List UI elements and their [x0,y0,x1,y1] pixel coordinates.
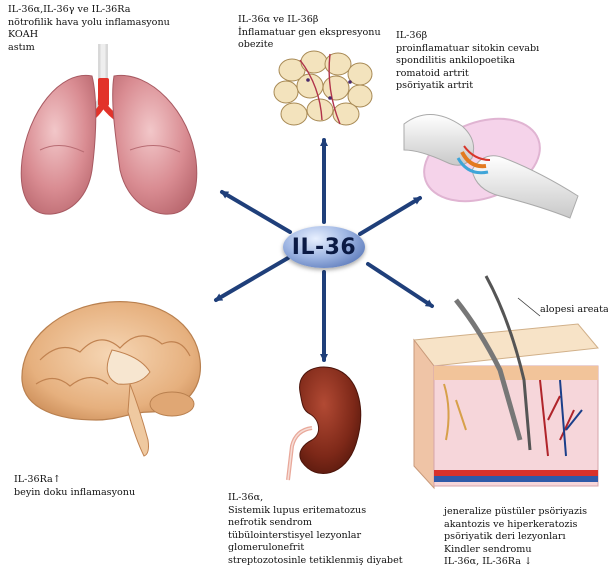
brain-illustration [22,302,201,456]
brain-text: IL-36Ra↑ beyin doku inflamasyonu [14,474,135,499]
kidney-line-4: tübülointerstisyel lezyonlar [228,530,403,543]
skin-line-4: Kindler sendromu [444,544,587,557]
joint-text: IL-36β proinflamatuar sitokin cevabı spo… [396,30,539,93]
kidney-line-6: streptozotosinle tetiklenmiş diyabet [228,555,403,568]
lung-line-2: nötrofilik hava yolu inflamasyonu [8,17,170,30]
brain-line-1: IL-36Ra↑ [14,474,135,487]
joint-line-2: proinflamatuar sitokin cevabı [396,43,539,56]
lung-line-1: IL-36α,IL-36γ ve IL-36Ra [8,4,170,17]
kidney-illustration [288,367,361,480]
joint-line-4: romatoid artrit [396,68,539,81]
skin-callout: alopesi areata [540,304,608,317]
joint-line-1: IL-36β [396,30,539,43]
lung-line-3: KOAH [8,29,170,42]
skin-line-1: jeneralize püstüler psöriyazis [444,506,587,519]
skin-line-5: IL-36α, IL-36Ra ↓ [444,556,587,569]
skin-text: jeneralize püstüler psöriyazis akantozis… [444,506,587,569]
kidney-text: IL-36α, Sistemik lupus eritematozus nefr… [228,492,403,568]
kidney-line-2: Sistemik lupus eritematozus [228,505,403,518]
lung-illustration [21,44,197,214]
lung-text: IL-36α,IL-36γ ve IL-36Ra nötrofilik hava… [8,4,170,54]
arrow-to-brain [216,258,288,300]
arrow-to-joint [360,198,420,234]
fat-line-1: IL-36α ve IL-36β [238,14,381,27]
fat-line-3: obezite [238,39,381,52]
joint-illustration [404,104,578,218]
fat-line-2: İnflamatuar gen ekspresyonu [238,27,381,40]
brain-line-2: beyin doku inflamasyonu [14,487,135,500]
skin-line-2: akantozis ve hiperkeratozis [444,519,587,532]
fat-tissue-illustration [274,51,372,125]
joint-line-3: spondilitis ankilopoetika [396,55,539,68]
skin-line-3: psöriyatik deri lezyonları [444,531,587,544]
il36-center-label: IL-36 [292,235,356,260]
skin-callout-label: alopesi areata [540,304,608,317]
kidney-line-1: IL-36α, [228,492,403,505]
arrow-to-skin [368,264,432,306]
kidney-line-3: nefrotik sendrom [228,517,403,530]
arrow-to-lung [222,192,290,232]
il36-center-node: IL-36 [283,226,365,268]
joint-line-5: psöriyatik artrit [396,80,539,93]
fat-text: IL-36α ve IL-36β İnflamatuar gen ekspres… [238,14,381,52]
lung-line-4: astım [8,42,170,55]
kidney-line-5: glomerulonefrit [228,542,403,555]
